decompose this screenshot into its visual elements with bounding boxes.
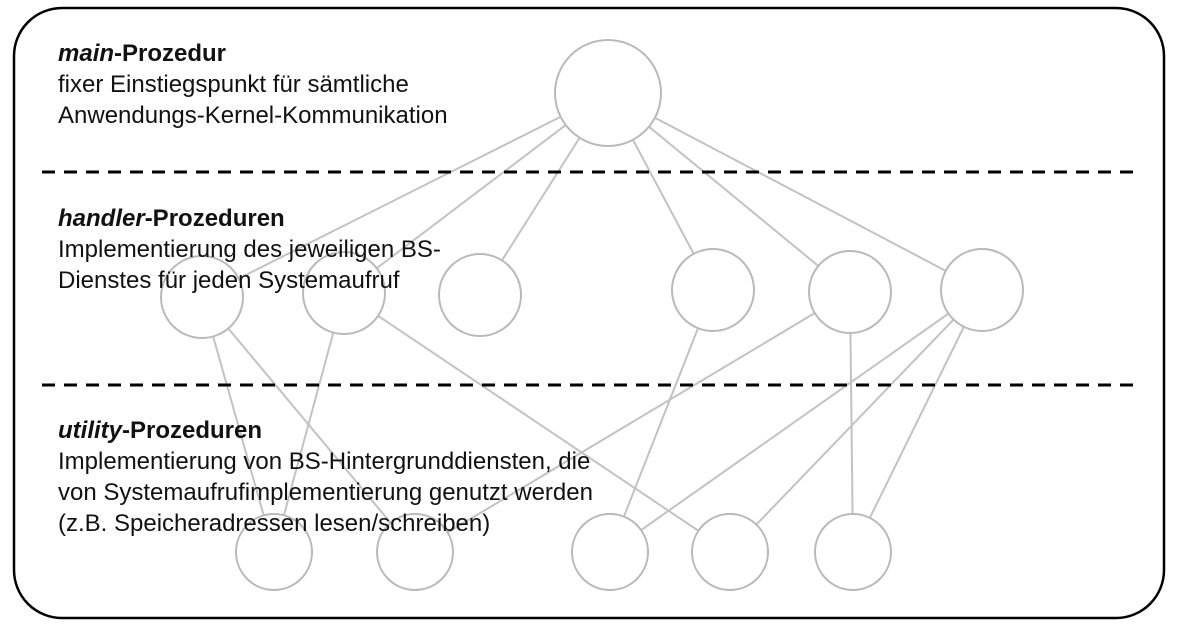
layer-utility-heading: utility-Prozeduren [58, 415, 593, 446]
procedure-node-h1 [160, 255, 244, 339]
procedure-node-h2 [302, 251, 386, 335]
layer-main-heading-em: main [58, 40, 115, 67]
call-edge-main-h6 [607, 92, 983, 291]
layer-main-heading: main-Prozedur [58, 38, 448, 69]
procedure-node-u2 [376, 513, 454, 591]
layer-handler-heading-rest: -Prozeduren [144, 205, 285, 232]
call-edge-main-h1 [201, 92, 609, 298]
call-edge-main-h2 [343, 92, 609, 294]
layer-handler-heading: handler-Prozeduren [58, 203, 441, 234]
layer-utility-heading-rest: -Prozeduren [122, 417, 263, 444]
layer-main-desc-line: fixer Einstiegspunkt für sämtliche [58, 71, 409, 98]
call-edge-h2-u1 [273, 292, 345, 553]
layer-main-heading-rest: -Prozedur [114, 40, 227, 67]
procedure-node-h5 [808, 250, 892, 334]
call-edge-h6-u3 [609, 289, 983, 553]
call-edge-h5-u5 [849, 291, 854, 553]
procedure-node-h4 [671, 248, 755, 332]
layer-utility-desc-line: von Systemaufrufimplementierung genutzt … [58, 479, 593, 506]
procedure-node-u5 [814, 513, 892, 591]
call-edge-h5-u2 [414, 291, 851, 553]
layer-main-desc-line: Anwendungs-Kernel-Kommunikation [58, 102, 448, 129]
layer-handler-desc-line: Dienstes für jeden Systemaufruf [58, 267, 400, 294]
layer-handler-label: handler-Prozeduren Implementierung des j… [58, 203, 441, 296]
call-edge-h6-u5 [852, 289, 983, 553]
procedure-node-h6 [940, 248, 1024, 332]
call-edge-h1-u1 [201, 296, 275, 553]
layer-main-label: main-Prozedur fixer Einstiegspunkt für s… [58, 38, 448, 131]
call-edge-h6-u4 [729, 289, 983, 553]
procedure-node-h3 [438, 253, 522, 337]
call-edge-h2-u4 [343, 292, 731, 553]
procedure-node-u4 [691, 513, 769, 591]
procedure-node-main [554, 39, 662, 147]
layer-handler-heading-em: handler [58, 205, 145, 232]
procedure-node-u1 [235, 513, 313, 591]
call-edge-h4-u3 [609, 289, 714, 553]
layer-utility-label: utility-Prozeduren Implementierung von B… [58, 415, 593, 539]
layer-utility-desc-line: Implementierung von BS-Hintergrunddienst… [58, 448, 591, 475]
layer-handler-desc-line: Implementierung des jeweiligen BS- [58, 236, 441, 263]
procedure-node-u3 [571, 513, 649, 591]
layer-utility-desc-line: (z.B. Speicheradressen lesen/schreiben) [58, 510, 491, 537]
outer-frame [12, 6, 1166, 620]
layer-utility-heading-em: utility [58, 417, 122, 444]
